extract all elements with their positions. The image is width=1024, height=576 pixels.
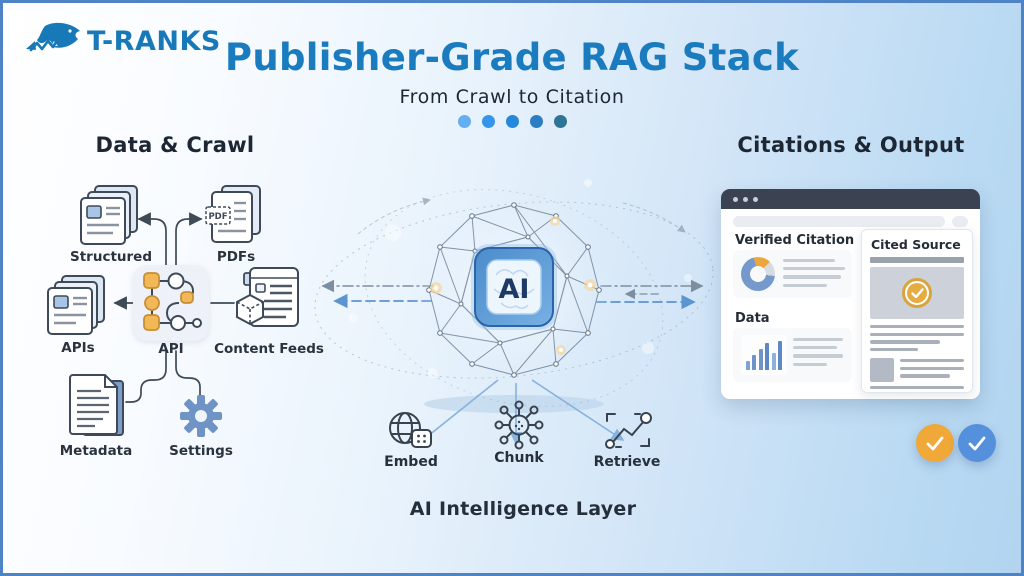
- gear-icon: [180, 395, 222, 437]
- sphere-shadow: [424, 395, 604, 413]
- metadata-label: Metadata: [59, 443, 133, 459]
- bar-chart: [741, 335, 787, 375]
- source-text-lines: [870, 325, 964, 352]
- window-titlebar: [721, 189, 980, 209]
- brain-lines: [493, 269, 535, 309]
- check-badge-blue: [958, 424, 996, 462]
- data-heading: Data: [735, 311, 770, 326]
- progress-dot: [505, 115, 519, 128]
- decor-bubbles: [348, 179, 692, 378]
- settings-label: Settings: [169, 443, 233, 459]
- pdf-docs-icon: PDF: [205, 185, 261, 243]
- page-title: Publisher-Grade RAG Stack: [224, 36, 800, 79]
- page-subtitle: From Crawl to Citation: [399, 86, 625, 108]
- chunk-label: Chunk: [494, 450, 544, 466]
- chunk-icon: [494, 400, 544, 450]
- verified-check-seal: [902, 278, 932, 308]
- inline-text-lines: [900, 359, 964, 378]
- metadata-doc-icon: [69, 374, 124, 436]
- apis-label: APIs: [61, 340, 95, 356]
- toolbar-button: [952, 216, 968, 227]
- check-badge-orange: [916, 424, 954, 462]
- bottom-text-line: [870, 386, 964, 390]
- progress-dots: [3, 115, 1021, 128]
- window-control-dot: [753, 196, 758, 202]
- ai-chip: AI: [471, 244, 557, 330]
- verified-citation-heading: Verified Citation: [735, 233, 855, 248]
- progress-dot: [553, 115, 567, 128]
- apis-docs-icon: [47, 275, 105, 335]
- verified-citation-card: [733, 250, 852, 298]
- brand-logo: T-RANKS: [25, 19, 221, 63]
- api-flow-icon: [133, 265, 209, 341]
- content-feeds-icon: [236, 267, 299, 327]
- cited-source-heading: Cited Source: [871, 237, 961, 252]
- sparkles: [430, 216, 596, 355]
- cited-source-card: Cited Source: [861, 229, 973, 393]
- data-card: [733, 328, 852, 382]
- source-title-bar: [870, 257, 964, 263]
- citation-text-lines: [783, 259, 845, 287]
- source-image: [870, 267, 964, 319]
- content-feeds-label: Content Feeds: [214, 341, 324, 357]
- pdfs-label: PDFs: [216, 249, 256, 265]
- citations-output-heading: Citations & Output: [737, 133, 965, 157]
- inline-thumb: [870, 358, 894, 382]
- progress-dot: [529, 115, 543, 128]
- brand-name: T-RANKS: [87, 25, 221, 57]
- ai-chip-label: AI: [499, 274, 530, 305]
- network-nodes: [426, 202, 602, 378]
- progress-dot: [481, 115, 495, 128]
- data-text-lines: [793, 338, 843, 366]
- embed-icon: [389, 412, 432, 448]
- window-control-dot: [733, 196, 738, 202]
- shark-logo-icon: [26, 22, 80, 52]
- api-label: API: [158, 341, 184, 357]
- embed-label: Embed: [384, 454, 438, 470]
- structured-label: Structured: [70, 249, 152, 265]
- data-crawl-heading: Data & Crawl: [95, 133, 255, 157]
- retrieve-label: Retrieve: [593, 454, 661, 470]
- address-bar: [733, 216, 945, 227]
- structured-docs-icon: [80, 185, 138, 245]
- browser-window: Verified Citation Data: [721, 189, 980, 399]
- data-crawl-section: Data & Crawl: [33, 131, 333, 461]
- window-control-dot: [743, 196, 748, 202]
- retrieve-icon: [605, 412, 652, 449]
- ai-core-visual: AI: [314, 179, 714, 445]
- progress-dot: [457, 115, 471, 128]
- pdf-badge-text: PDF: [208, 212, 227, 222]
- donut-chart: [741, 257, 775, 291]
- data-crawl-connectors: [113, 212, 235, 403]
- ai-layer-caption: AI Intelligence Layer: [409, 498, 637, 520]
